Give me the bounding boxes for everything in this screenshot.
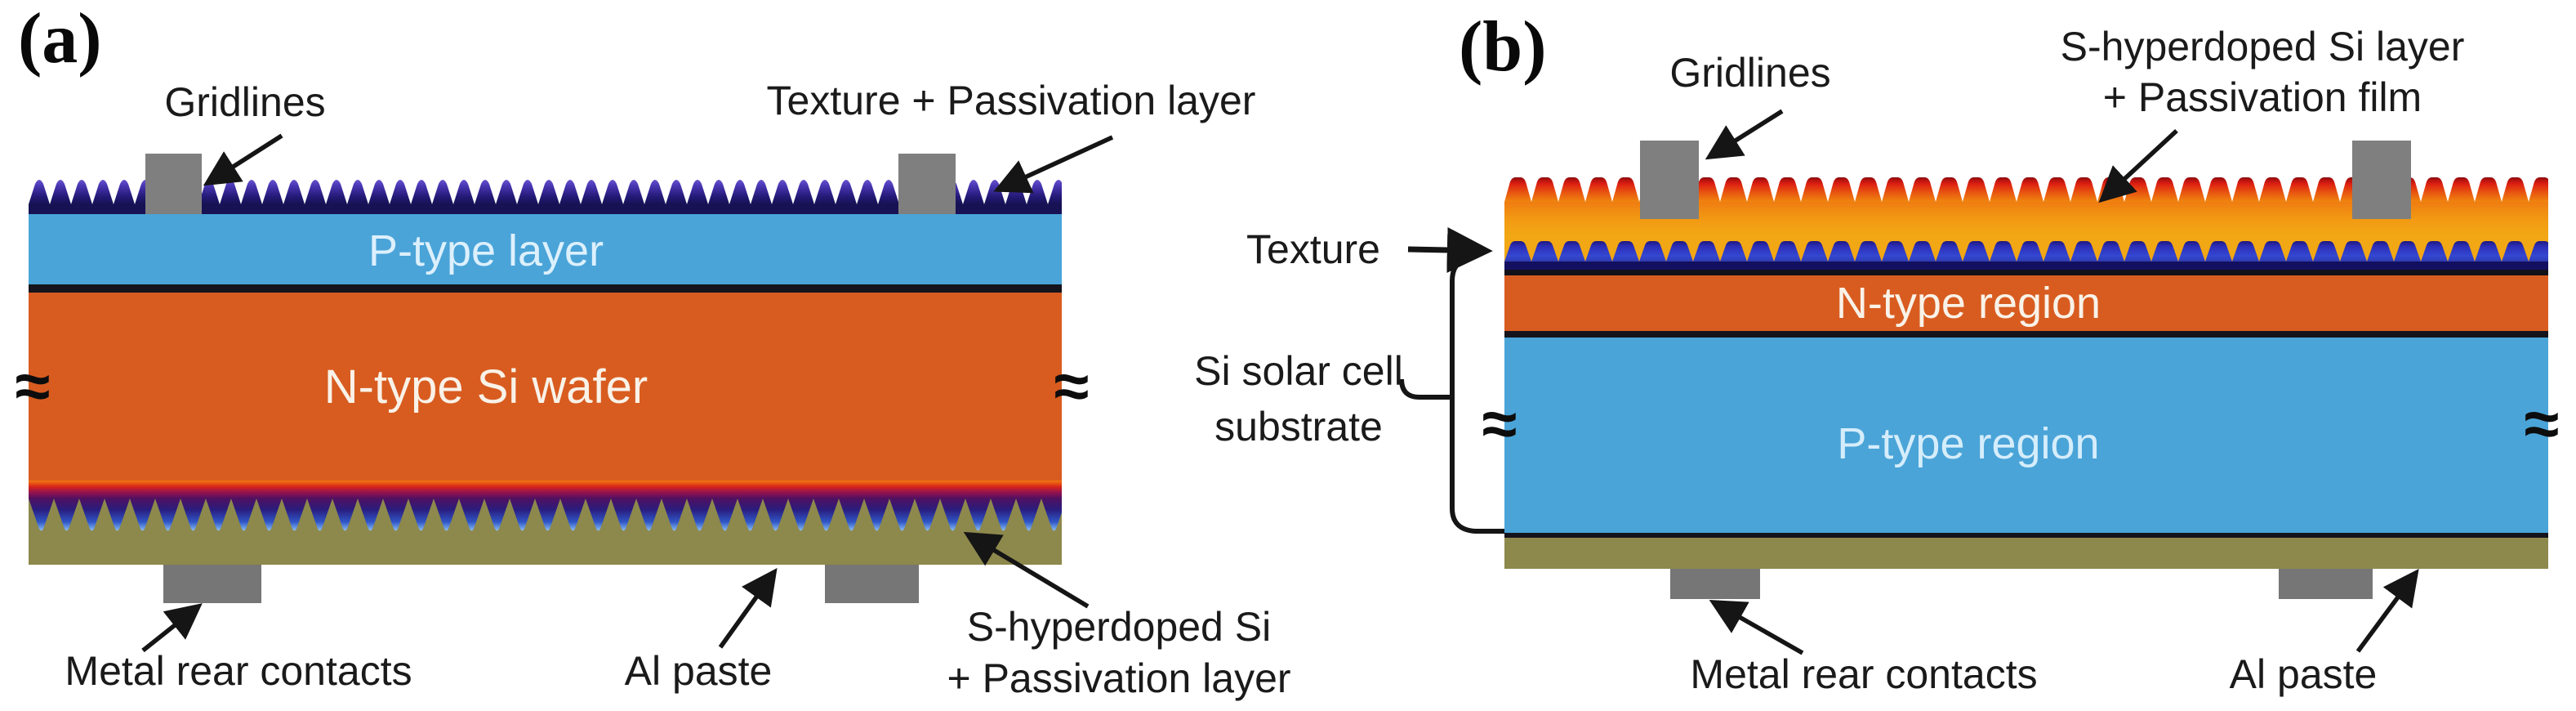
- substrate-bracket: [1399, 256, 1504, 534]
- panel-a-rear-contact-1: [163, 565, 261, 603]
- panel-b-rear-contact-2: [2279, 569, 2373, 599]
- metal-rear-contacts-b-arrow: [1709, 599, 1804, 655]
- break-symbol-a-left: ≈: [15, 350, 51, 422]
- label-s-hyperdoped-a-line1: S-hyperdoped Si: [966, 604, 1272, 650]
- panel-a-tag: (a): [18, 0, 102, 78]
- panel-b-texture-line: [1504, 270, 2548, 275]
- label-s-hyperdoped-a: S-hyperdoped Si + Passivation layer: [947, 601, 1290, 704]
- gridlines-b-arrow: [1705, 109, 1784, 160]
- s-hyperdoped-b-arrow: [2098, 128, 2178, 203]
- break-symbol-b-left: ≈: [1482, 387, 1518, 459]
- al-paste-a-arrow: [718, 567, 778, 649]
- panel-b-gridline-contact-2: [2352, 141, 2411, 219]
- panel-a-n-type-wafer: [29, 293, 1062, 481]
- panel-b-rear-line: [1504, 533, 2548, 538]
- layer-text-p-type-b: P-type region: [1837, 419, 2100, 468]
- panel-b-texture-base: [1504, 262, 2548, 270]
- label-substrate-b-line2: substrate: [1214, 404, 1383, 449]
- panel-a-p-type-layer: [29, 214, 1062, 284]
- panel-a-rear-contact-2: [825, 565, 919, 603]
- panel-b-stack: [1504, 141, 2548, 599]
- label-substrate-b-line1: Si solar cell: [1194, 348, 1403, 394]
- metal-rear-contacts-a-arrow: [141, 603, 203, 653]
- label-texture-passivation-a: Texture + Passivation layer: [766, 78, 1256, 123]
- label-al-paste-a: Al paste: [624, 648, 773, 694]
- panel-a-stack: [29, 154, 1062, 603]
- panel-b-n-type-region: [1504, 275, 2548, 331]
- substrate-bracket-main: [1450, 256, 1504, 534]
- panel-b-rear-contact-1: [1670, 569, 1760, 599]
- label-substrate-b: Si solar cell substrate: [1194, 343, 1403, 454]
- texture-b-arrow: [1407, 227, 1493, 273]
- panel-b-junction-line: [1504, 331, 2548, 338]
- label-s-hyperdoped-b-line2: + Passivation film: [2102, 74, 2422, 120]
- layer-text-n-type-b: N-type region: [1835, 279, 2101, 328]
- label-metal-rear-contacts-b: Metal rear contacts: [1690, 651, 2038, 697]
- label-s-hyperdoped-b-line1: S-hyperdoped Si layer: [2060, 24, 2465, 69]
- break-symbol-b-right: ≈: [2524, 387, 2560, 459]
- panel-a-rear-texture: [29, 499, 1062, 533]
- substrate-bracket-tick: [1399, 378, 1452, 400]
- panel-b-silicon-texture: [1504, 239, 2548, 262]
- label-metal-rear-contacts-a: Metal rear contacts: [65, 648, 412, 694]
- panel-a-texture-base: [29, 204, 1062, 214]
- panel-b-tag: (b): [1459, 7, 1547, 87]
- label-gridlines-a: Gridlines: [164, 79, 326, 125]
- texture-passivation-a-arrow: [993, 135, 1114, 194]
- panel-a-junction-line: [29, 284, 1062, 293]
- s-hyperdoped-a-arrow: [963, 531, 1090, 609]
- layer-text-p-type-a: P-type layer: [368, 226, 604, 275]
- break-symbol-a-right: ≈: [1054, 350, 1090, 422]
- annotation-arrows: [141, 109, 2419, 655]
- label-s-hyperdoped-a-line2: + Passivation layer: [947, 655, 1291, 701]
- label-texture-b: Texture: [1246, 226, 1380, 272]
- al-paste-b-arrow: [2355, 569, 2419, 653]
- panel-b-gridline-contact-1: [1640, 141, 1699, 219]
- panel-a-hyperdoped-band: [29, 481, 1062, 499]
- layer-text-n-type-a: N-type Si wafer: [323, 360, 648, 414]
- panel-b-al-paste-layer: [1504, 538, 2548, 569]
- label-s-hyperdoped-b: S-hyperdoped Si layer + Passivation film: [2061, 21, 2465, 123]
- panel-a-gridline-contact-1: [145, 154, 202, 214]
- gridlines-a-arrow: [203, 133, 283, 186]
- label-gridlines-b: Gridlines: [1669, 50, 1831, 96]
- panel-a-gridline-contact-2: [898, 154, 956, 214]
- panel-b-p-type-region: [1504, 338, 2548, 533]
- label-al-paste-b: Al paste: [2229, 651, 2378, 697]
